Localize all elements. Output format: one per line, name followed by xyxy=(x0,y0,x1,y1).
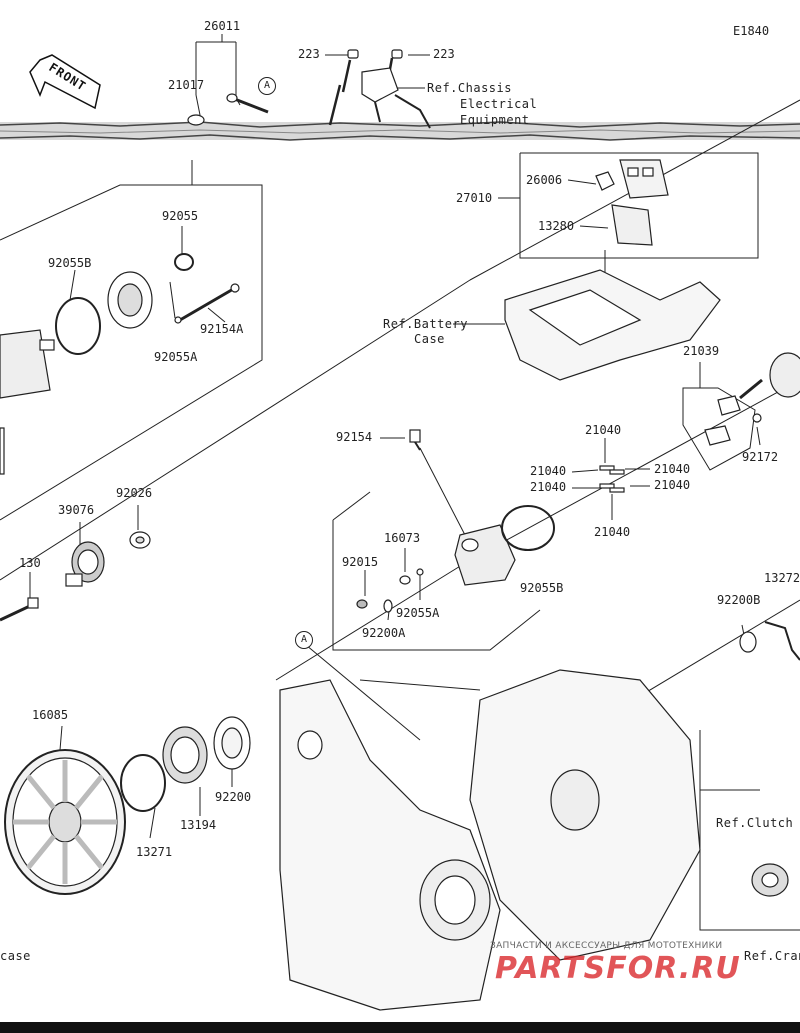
part-label-223-right[interactable]: 223 xyxy=(433,47,455,61)
front-arrow xyxy=(29,54,101,110)
part-label-39076[interactable]: 39076 xyxy=(58,503,95,517)
leader-lines xyxy=(0,34,800,931)
watermark-caption: ЗАПЧАСТИ И АКСЕССУАРЫ ДЛЯ МОТОТЕХНИКИ xyxy=(490,941,723,951)
part-label-92200b[interactable]: 92200B xyxy=(717,593,761,607)
part-label-92055a-mid[interactable]: 92055A xyxy=(396,606,440,620)
ref-battery-line1: Ref.Battery xyxy=(383,317,468,331)
part-label-92055b-mid[interactable]: 92055B xyxy=(520,581,564,595)
part-label-26011[interactable]: 26011 xyxy=(204,19,241,33)
bottom-border xyxy=(0,1022,800,1033)
ref-chassis-line2: Electrical xyxy=(460,97,538,111)
diagram-code: E1840 xyxy=(733,24,770,38)
part-label-21040-left-upper[interactable]: 21040 xyxy=(530,464,567,478)
marker-a-bottom: A xyxy=(295,631,313,649)
ref-chassis-line3: Equipment xyxy=(460,113,530,127)
marker-a-top: A xyxy=(258,77,276,95)
part-label-92055a-top[interactable]: 92055A xyxy=(154,350,198,364)
ref-battery-line2: Case xyxy=(414,332,445,346)
part-label-92200a[interactable]: 92200A xyxy=(362,626,406,640)
part-drawings xyxy=(0,49,800,1011)
ref-crankcase: Ref.Crankca xyxy=(744,949,800,963)
part-label-13272[interactable]: 13272 xyxy=(764,571,800,585)
part-label-92154a[interactable]: 92154A xyxy=(200,322,244,336)
ref-clutch: Ref.Clutch xyxy=(716,816,794,830)
part-label-92172[interactable]: 92172 xyxy=(742,450,779,464)
part-label-16073[interactable]: 16073 xyxy=(384,531,421,545)
part-label-92154[interactable]: 92154 xyxy=(336,430,373,444)
part-label-21040-left-lower[interactable]: 21040 xyxy=(530,480,567,494)
part-label-223-left[interactable]: 223 xyxy=(298,47,320,61)
part-label-13194[interactable]: 13194 xyxy=(180,818,217,832)
part-label-16085[interactable]: 16085 xyxy=(32,708,69,722)
part-label-21039[interactable]: 21039 xyxy=(683,344,720,358)
part-label-92026[interactable]: 92026 xyxy=(116,486,153,500)
ref-case-left: case xyxy=(0,949,31,963)
part-label-21040-top[interactable]: 21040 xyxy=(585,423,622,437)
part-label-92055b-top[interactable]: 92055B xyxy=(48,256,92,270)
part-label-92055[interactable]: 92055 xyxy=(162,209,199,223)
part-label-21040-right-lower[interactable]: 21040 xyxy=(654,478,691,492)
part-label-27010[interactable]: 27010 xyxy=(456,191,493,205)
part-label-21040-bottom[interactable]: 21040 xyxy=(594,525,631,539)
part-label-13271[interactable]: 13271 xyxy=(136,845,173,859)
part-label-92200[interactable]: 92200 xyxy=(215,790,252,804)
part-label-21040-right-upper[interactable]: 21040 xyxy=(654,462,691,476)
part-label-130[interactable]: 130 xyxy=(19,556,41,570)
part-label-13280[interactable]: 13280 xyxy=(538,219,575,233)
part-label-92015[interactable]: 92015 xyxy=(342,555,379,569)
torn-paper-band xyxy=(0,121,800,141)
part-label-21017[interactable]: 21017 xyxy=(168,78,205,92)
ref-chassis-line1: Ref.Chassis xyxy=(427,81,512,95)
part-label-26006[interactable]: 26006 xyxy=(526,173,563,187)
watermark-logo: PARTSFOR.RU xyxy=(495,951,741,986)
